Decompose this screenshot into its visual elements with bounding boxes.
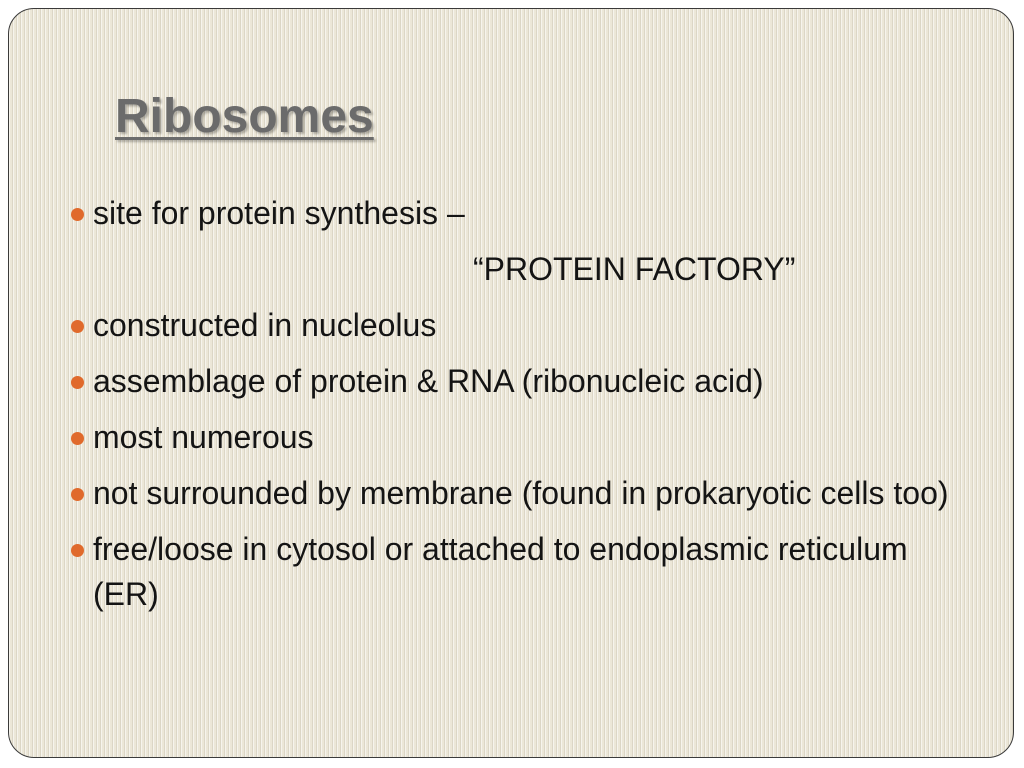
bullet-list: site for protein synthesis – “PROTEIN FA… (71, 191, 971, 628)
bullet-item: most numerous (71, 415, 971, 460)
bullet-text: constructed in nucleolus (93, 307, 437, 343)
bullet-text: free/loose in cytosol or attached to end… (93, 531, 908, 612)
bullet-item: assemblage of protein & RNA (ribonucleic… (71, 359, 971, 404)
bullet-item: free/loose in cytosol or attached to end… (71, 527, 971, 617)
bullet-item: site for protein synthesis – “PROTEIN FA… (71, 191, 971, 292)
bullet-dot-icon (71, 544, 84, 557)
bullet-dot-icon (71, 488, 84, 501)
bullet-dot-icon (71, 376, 84, 389)
bullet-item: not surrounded by membrane (found in pro… (71, 471, 971, 516)
bullet-text: site for protein synthesis – (93, 195, 465, 231)
slide-title: Ribosomes (115, 90, 374, 143)
bullet-text: most numerous (93, 419, 314, 455)
bullet-dot-icon (71, 432, 84, 445)
bullet-dot-icon (71, 208, 84, 221)
bullet-text: assemblage of protein & RNA (ribonucleic… (93, 363, 764, 399)
bullet-dot-icon (71, 320, 84, 333)
bullet-text: not surrounded by membrane (found in pro… (93, 475, 949, 511)
slide: Ribosomes site for protein synthesis – “… (8, 8, 1014, 758)
bullet-item: constructed in nucleolus (71, 303, 971, 348)
bullet-subline: “PROTEIN FACTORY” (473, 251, 796, 287)
